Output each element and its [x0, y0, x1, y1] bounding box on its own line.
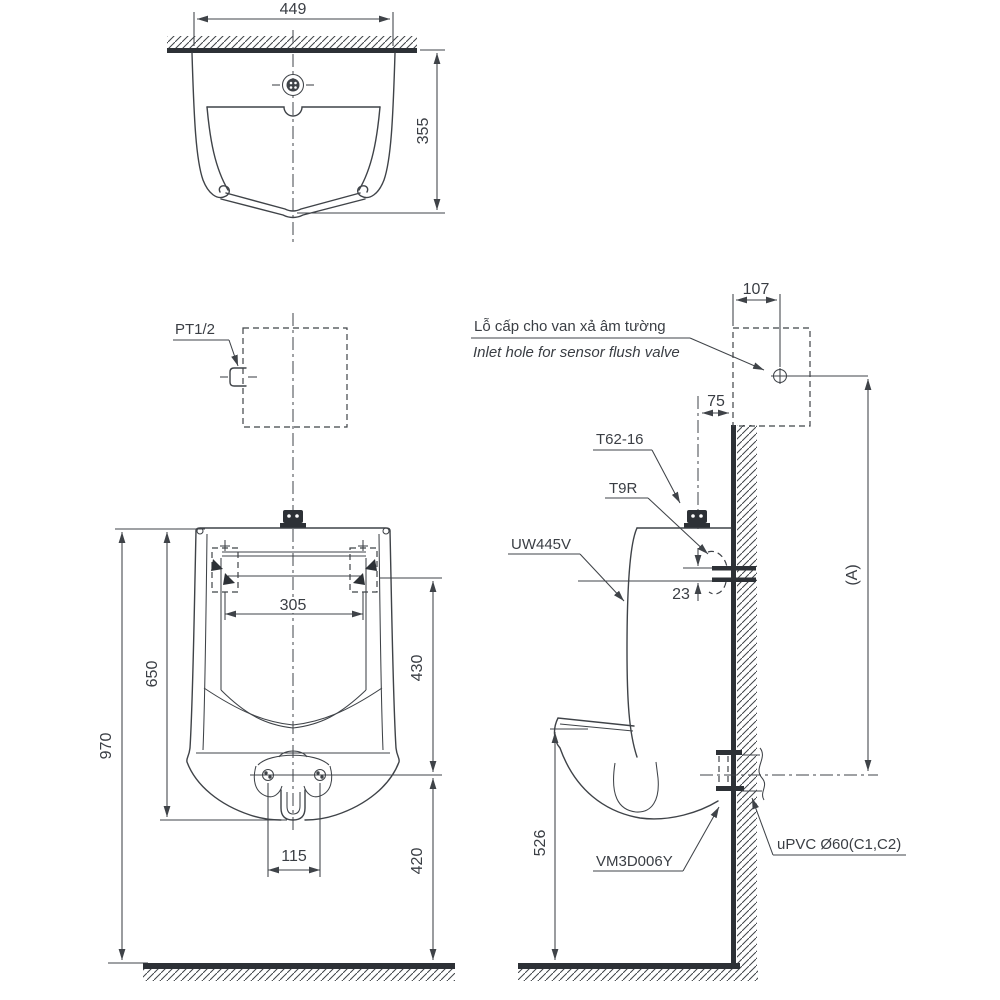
inner-wall-left [202, 533, 208, 751]
dim-inlet-offset: 107 [743, 281, 770, 298]
label-supply-thread: PT1/2 [175, 321, 215, 338]
drain-assembly-front [253, 750, 333, 821]
dim-rim-height: 970 [98, 733, 115, 760]
drain-pipe-side [716, 747, 766, 801]
wall-hatch-top-view [167, 36, 417, 48]
floor-hatch-side [518, 969, 758, 981]
outlet-tube-inner [286, 792, 301, 815]
label-model: UW445V [511, 536, 571, 553]
leader-model [579, 553, 625, 602]
wall-line-top-view [167, 48, 417, 53]
dim-hanger-to-outlet: 430 [409, 655, 426, 682]
urinal-top-bowl-v-outer [220, 198, 366, 219]
spud-front-view [280, 510, 306, 528]
urinal-top-left-side [191, 52, 230, 199]
urinal-side-bowl [553, 717, 719, 820]
label-connector: T9R [609, 480, 638, 497]
leader-flush-valve [651, 449, 681, 504]
inner-wall-right [378, 533, 384, 751]
top-view: 449 355 [167, 1, 445, 243]
front-view: 650 970 305 430 420 115 [98, 510, 455, 981]
dim-spud-offset: 75 [707, 393, 725, 410]
urinal-top-right-side [357, 52, 396, 199]
label-drain-pipe: uPVC Ø60(C1,C2) [777, 836, 901, 853]
wall-hatch-side [737, 425, 757, 969]
text-mask [275, 849, 313, 864]
urinal-side-front-face [626, 527, 638, 758]
corner-detail [196, 527, 204, 535]
corner-detail [382, 527, 390, 535]
urinal-front-left [186, 530, 282, 821]
leader-inlet-note [689, 337, 765, 371]
spud-side-view [684, 510, 710, 528]
label-joint: VM3D006Y [596, 853, 673, 870]
mounting-bracket-right [349, 540, 378, 593]
inlet-hole [771, 368, 789, 384]
urinal-top-inner-right [358, 106, 381, 191]
supply-pipe-side [707, 550, 756, 595]
urinal-front-right [304, 530, 400, 821]
leader-joint [682, 806, 720, 872]
leader-drain-pipe [751, 797, 774, 856]
bowl-curve-inner [220, 689, 367, 729]
leader-supply-thread [228, 339, 239, 367]
trap-outline [613, 761, 659, 813]
floor-line-front [143, 963, 455, 969]
wall-line-side [731, 425, 736, 969]
floor-hatch-front [143, 969, 455, 981]
dim-ref-a: (A) [844, 564, 861, 585]
dim-top-width: 449 [280, 1, 307, 18]
in-wall-valve-box [732, 327, 811, 427]
dim-pipe-gap: 23 [672, 586, 690, 603]
bowl-curve-outer [203, 687, 383, 726]
urinal-top-bowl-v-inner [225, 192, 361, 212]
text-mask [271, 598, 315, 613]
dim-hanger-spacing: 305 [280, 597, 307, 614]
bowl-lip-inner [559, 723, 634, 732]
dim-rim-to-hanger-bottom: 650 [144, 661, 161, 688]
outlet-tube [280, 789, 306, 821]
leader-connector [647, 497, 709, 555]
dim-outlet-height: 420 [409, 848, 426, 875]
dim-top-depth: 355 [415, 118, 432, 145]
dim-bowl-height: 526 [532, 830, 549, 857]
supply-connector-glyph [229, 367, 247, 387]
label-inlet-note-en: Inlet hole for sensor flush valve [473, 344, 680, 361]
side-view: 107 Lỗ cấp cho van xả âm tường Inlet hol… [471, 281, 906, 981]
mounting-bracket-left [211, 540, 239, 593]
floor-line-side [518, 963, 740, 969]
concealed-supply-box: PT1/2 [173, 313, 348, 832]
label-inlet-note-vi: Lỗ cấp cho van xả âm tường [474, 318, 666, 335]
label-flush-valve: T62-16 [596, 431, 644, 448]
urinal-top-inner-left [206, 106, 229, 191]
spud-top-view [272, 73, 314, 97]
urinal-top-rim [206, 106, 381, 117]
dim-outlet-bolts: 115 [281, 848, 307, 865]
supply-box-outline [242, 327, 348, 428]
